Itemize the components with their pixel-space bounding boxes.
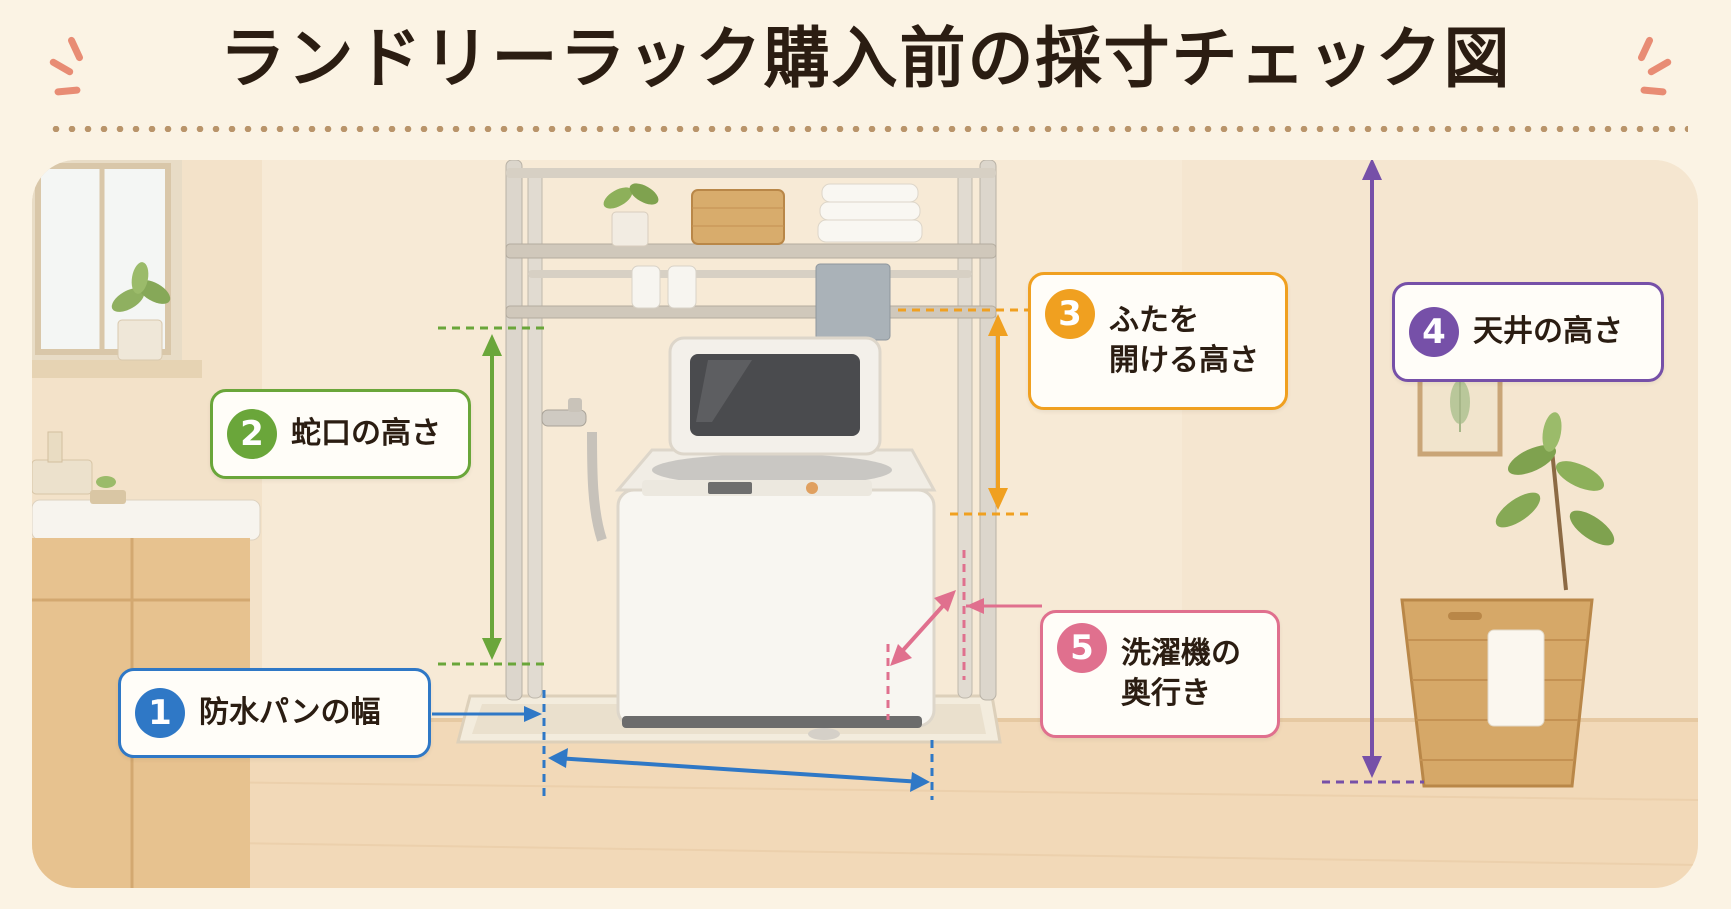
laundry-room-scene: [32, 160, 1698, 888]
measurement-text-2: 蛇口の高さ: [291, 416, 441, 451]
laundry-illustration: [32, 160, 1698, 888]
measurement-text-1: 防水パンの幅: [199, 695, 381, 730]
measurement-label-1: 1 防水パンの幅: [118, 668, 431, 758]
measurement-text-5: 洗濯機の 奥行き: [1121, 636, 1241, 711]
washing-machine: [614, 336, 937, 728]
page-title: ランドリーラック購入前の採寸チェック図: [219, 20, 1512, 97]
measurement-label-2: 2 蛇口の高さ: [210, 389, 471, 479]
measurement-number-4: 4: [1409, 307, 1459, 357]
measurement-text-3: ふたを 開ける高さ: [1109, 303, 1259, 378]
measurement-label-4: 4 天井の高さ: [1392, 282, 1664, 382]
laundry-basket: [1400, 598, 1594, 788]
measurement-number-3: 3: [1045, 289, 1095, 339]
measurement-label-3: 3 ふたを 開ける高さ: [1028, 272, 1288, 410]
measurement-text-4: 天井の高さ: [1473, 314, 1623, 349]
measurement-number-5: 5: [1057, 623, 1107, 673]
measurement-number-1: 1: [135, 688, 185, 738]
title-divider: [48, 126, 1688, 132]
measurement-label-5: 5 洗濯機の 奥行き: [1040, 610, 1280, 738]
window: [32, 160, 202, 378]
measurement-number-2: 2: [227, 409, 277, 459]
